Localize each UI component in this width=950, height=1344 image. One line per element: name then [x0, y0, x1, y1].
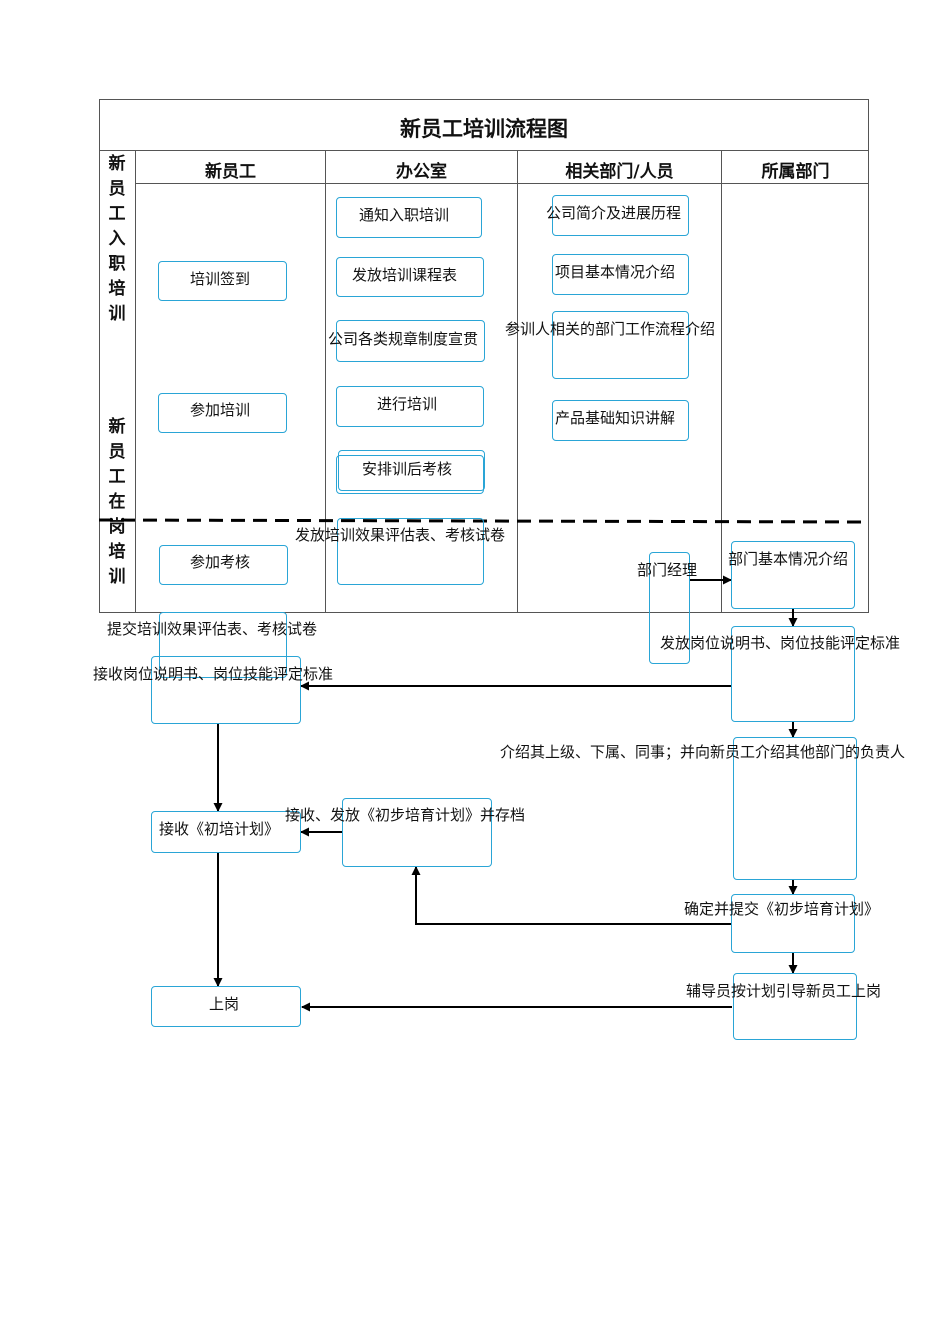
node-dept-manager: 部门经理 [637, 561, 698, 579]
node-box [337, 518, 484, 585]
node-receive-job-desc: 接收岗位说明书、岗位技能评定标准 [93, 665, 334, 683]
lane-divider [135, 150, 136, 613]
arrow-confirm-to-archive [411, 866, 731, 925]
node-box [733, 973, 857, 1040]
node-box [336, 257, 484, 297]
node-receive-issue-archive: 接收、发放《初步培育计划》并存档 [285, 806, 526, 824]
node-training-signin: 培训签到 [190, 270, 251, 288]
column-header-office: 办公室 [396, 162, 447, 182]
node-box [552, 195, 689, 236]
column-header-new-employee: 新员工 [205, 162, 256, 182]
node-dept-process-intro: 参训人相关的部门工作流程介绍 [505, 320, 716, 338]
header-divider [136, 183, 869, 184]
node-box [731, 626, 855, 722]
node-box [151, 656, 301, 724]
node-box [159, 545, 288, 585]
node-issue-job-desc: 发放岗位说明书、岗位技能评定标准 [660, 634, 901, 652]
node-dept-intro: 部门基本情况介绍 [728, 550, 849, 568]
phase-separator [98, 518, 870, 524]
diagram-title: 新员工培训流程图 [400, 117, 568, 141]
title-divider [99, 150, 869, 151]
lane-divider [325, 150, 326, 613]
phase-label-onboarding: 新员工入职培训 [108, 154, 126, 324]
lane-divider [517, 150, 518, 613]
column-header-related-dept: 相关部门/人员 [565, 162, 674, 182]
node-box [338, 450, 485, 491]
node-box [151, 811, 301, 853]
phase-label-on-the-job: 新员工在岗培训 [108, 417, 126, 587]
node-box [158, 261, 287, 301]
node-box [552, 254, 689, 295]
node-box [649, 552, 690, 664]
node-mentor-guide: 辅导员按计划引导新员工上岗 [686, 982, 882, 1000]
node-box [336, 455, 484, 494]
node-product-knowledge: 产品基础知识讲解 [555, 409, 676, 427]
node-box [342, 798, 492, 867]
node-project-intro: 项目基本情况介绍 [555, 263, 676, 281]
node-box [336, 320, 485, 362]
node-receive-plan: 接收《初培计划》 [159, 820, 280, 838]
node-box [151, 986, 301, 1027]
node-box [731, 894, 855, 953]
node-introduce-colleagues: 介绍其上级、下属、同事；并向新员工介绍其他部门的负责人 [500, 743, 906, 761]
column-header-own-dept: 所属部门 [761, 162, 830, 182]
node-issue-schedule: 发放培训课程表 [352, 266, 458, 284]
node-notify-training: 通知入职培训 [359, 206, 450, 224]
node-rules-promotion: 公司各类规章制度宣贯 [328, 330, 479, 348]
node-arrange-exam: 安排训后考核 [362, 460, 453, 478]
node-box [159, 612, 287, 678]
node-on-duty: 上岗 [209, 995, 240, 1013]
lane-divider [721, 150, 722, 613]
node-attend-exam: 参加考核 [190, 553, 251, 571]
node-confirm-submit-plan: 确定并提交《初步培育计划》 [684, 900, 880, 918]
node-conduct-training: 进行培训 [377, 395, 438, 413]
node-box [336, 197, 482, 238]
node-issue-eval-forms: 发放培训效果评估表、考核试卷 [295, 526, 506, 544]
node-box [552, 400, 689, 441]
node-box [158, 393, 287, 433]
node-attend-training: 参加培训 [190, 401, 251, 419]
swimlane-table [99, 99, 869, 613]
node-box [336, 386, 484, 427]
node-company-intro: 公司简介及进展历程 [546, 204, 682, 222]
node-box [731, 541, 855, 609]
node-submit-eval-forms: 提交培训效果评估表、考核试卷 [107, 620, 318, 638]
node-box [733, 737, 857, 880]
node-box [552, 311, 689, 379]
